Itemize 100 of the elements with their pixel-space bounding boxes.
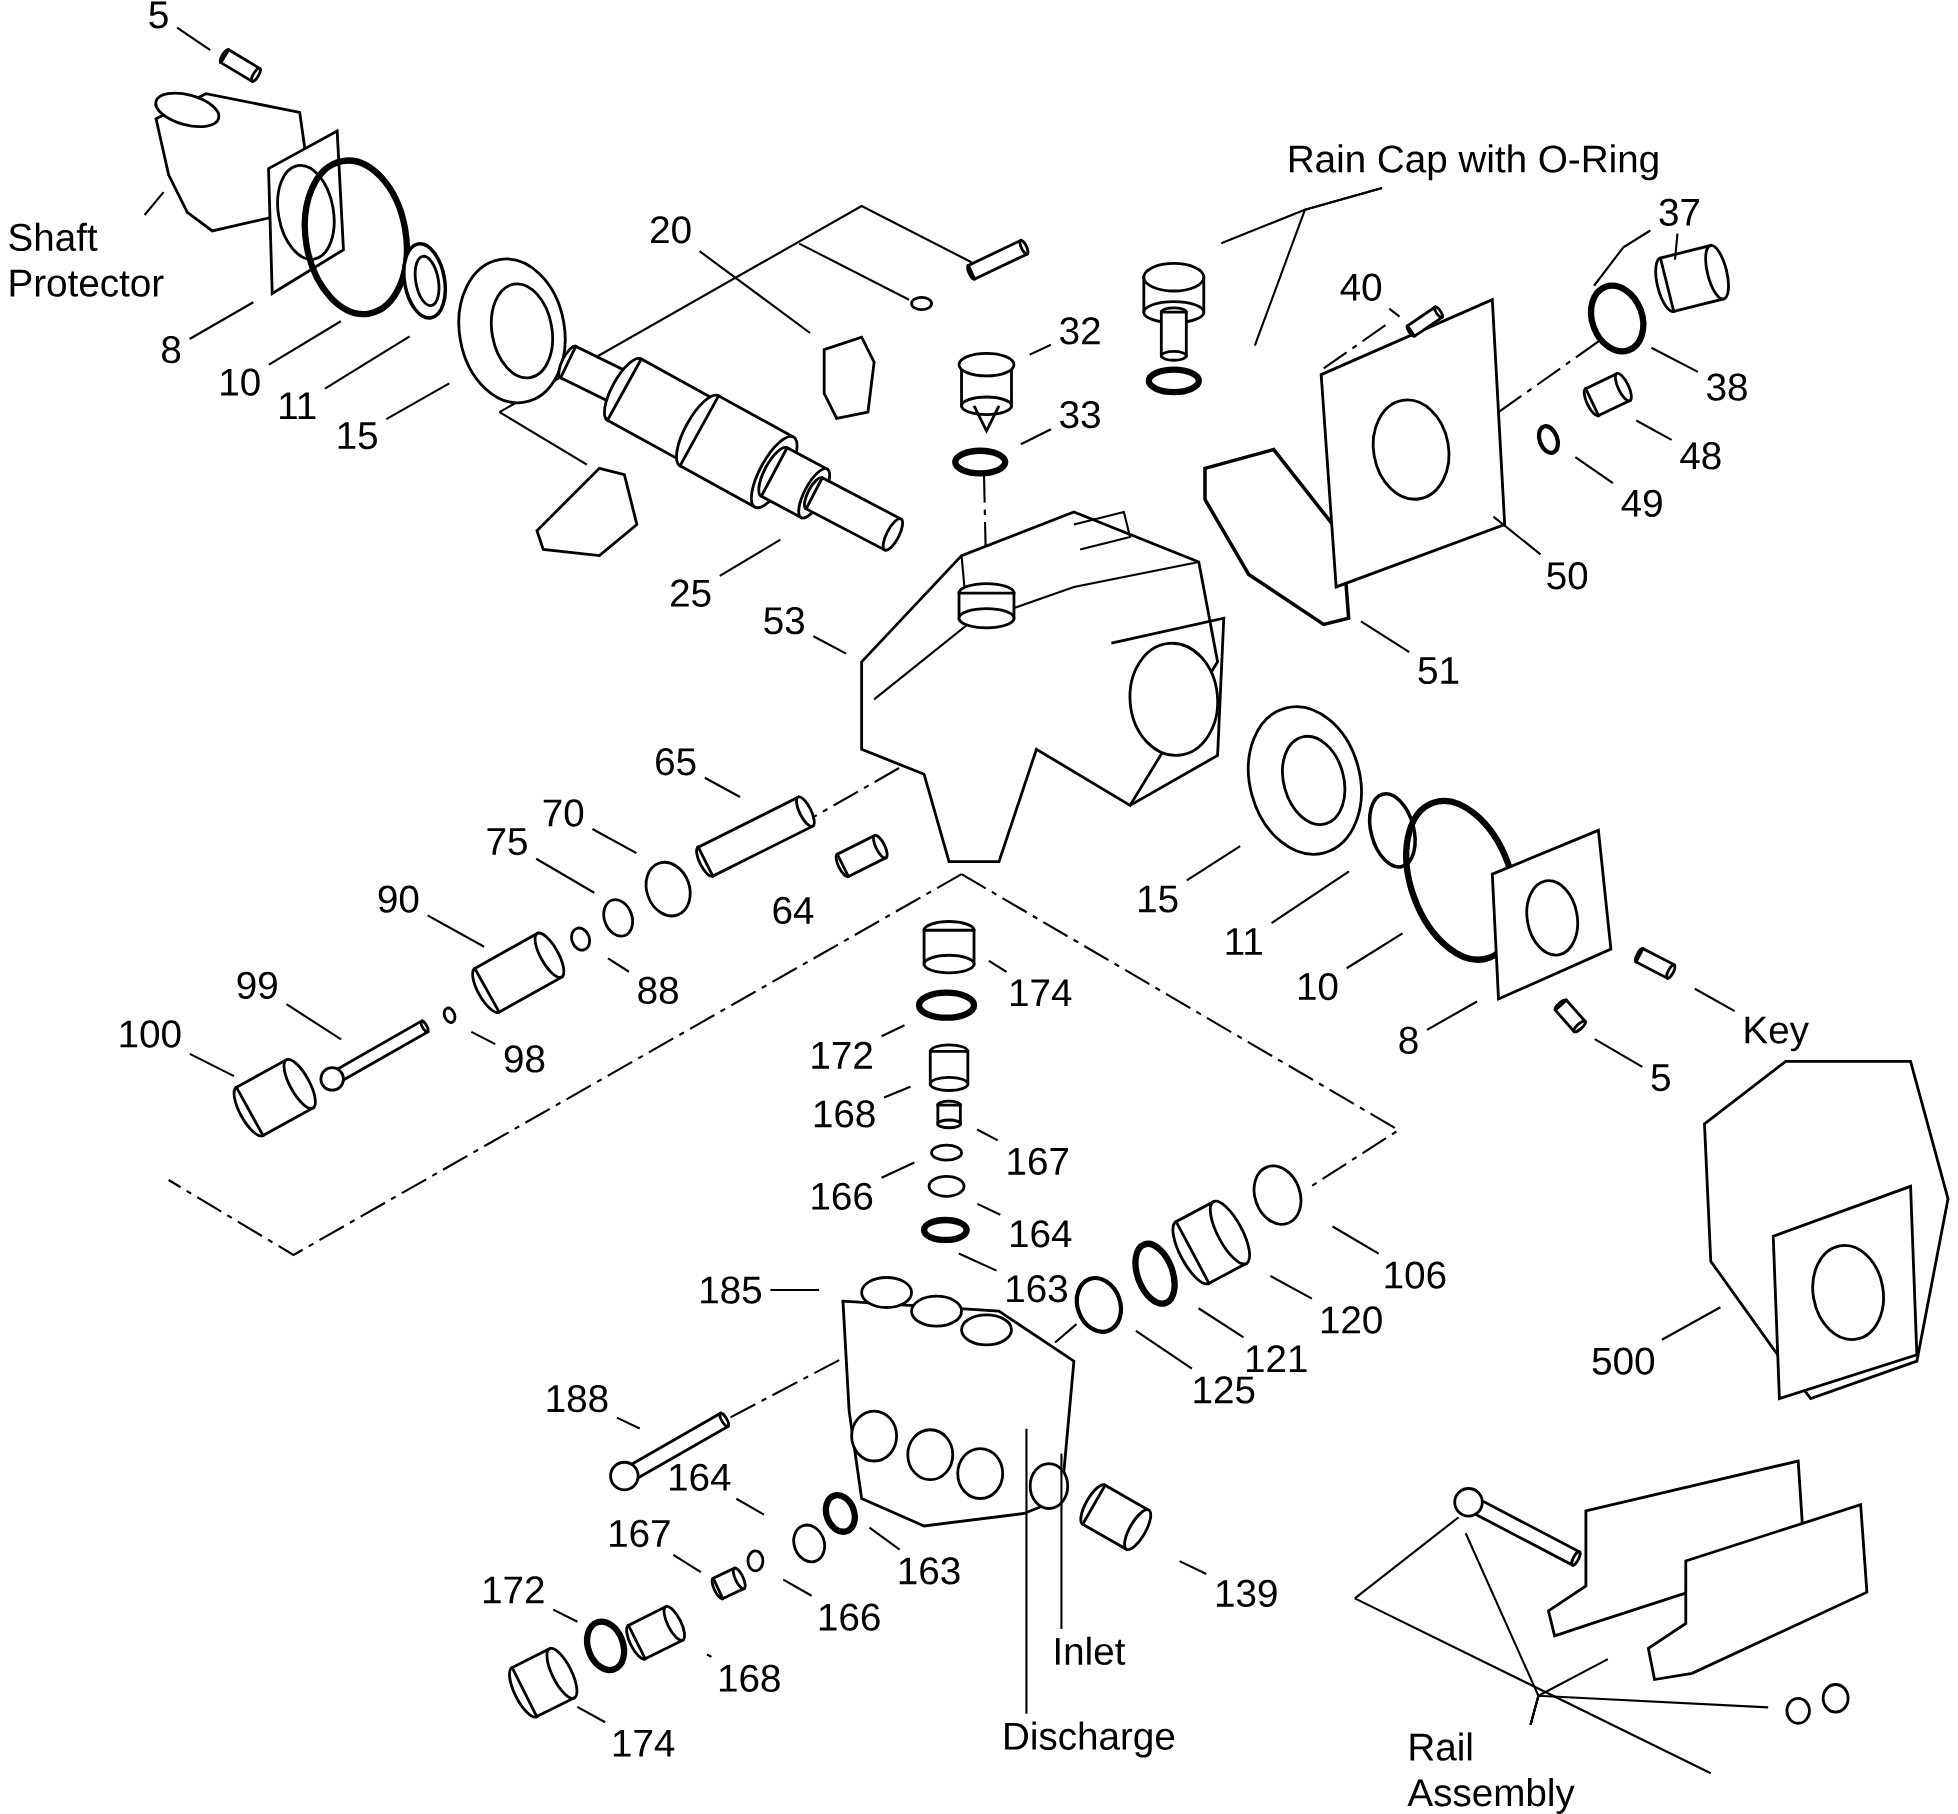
leader-line [868,1526,901,1551]
callout-number: 38 [1707,373,1747,401]
leader-line [591,827,637,854]
callout-number: 64 [773,896,814,924]
callout-number: 25 [671,579,711,607]
leader-line [1388,307,1401,318]
leader-line [143,191,165,216]
leader-line [706,1653,712,1658]
leader-line [552,1608,578,1623]
callout-number: 10 [1298,972,1338,1000]
leader-line [576,1705,606,1723]
callout-number: 70 [543,799,584,827]
leader-line [470,1030,496,1045]
callout-number: 15 [1139,885,1178,913]
leader-line [735,1497,765,1516]
callout-number: 49 [1621,489,1662,517]
leader-line [1346,932,1404,969]
callout-number: 37 [1659,198,1700,226]
callout-number: 166 [812,1182,873,1210]
callout-number: 99 [237,971,277,999]
part-label: Rain Cap with O-Ring [1289,144,1658,181]
callout-number: 48 [1680,441,1721,470]
leader-line [324,335,411,390]
callout-number: 100 [120,1020,181,1048]
callout-number: 53 [764,606,804,635]
leader-line [1029,343,1052,356]
leader-line [1426,1000,1478,1031]
leader-line [1492,515,1542,555]
callout-number: 168 [814,1100,875,1128]
leader-line [698,250,811,334]
leader-line [1529,1694,1769,1725]
leader-line [1694,987,1736,1012]
leader-line [189,301,254,340]
callout-number: 174 [1010,979,1072,1006]
callout-number: 167 [1008,1147,1069,1175]
callout-number: 172 [484,1576,544,1603]
leader-line [535,857,595,894]
callout-number: 15 [338,422,377,450]
leader-line [607,957,630,973]
leader-line [285,1003,342,1041]
callout-number: 188 [547,1384,608,1413]
leader-line [1197,1307,1245,1339]
leader-line [1270,870,1350,924]
leader-line [719,538,781,577]
part-label: Rail Assembly [1407,1732,1575,1814]
callout-number: 33 [1060,400,1100,429]
callout-number: 90 [378,885,419,913]
callout-number: 167 [610,1519,670,1547]
leader-line [1635,419,1673,441]
callout-number: 106 [1385,1261,1446,1289]
leader-line [268,320,342,366]
callout-number: 98 [504,1045,545,1073]
leader-line [1673,233,1679,260]
leader-line [883,1085,911,1099]
callout-number: 50 [1547,561,1588,590]
part-label: Discharge [1005,1721,1175,1758]
callout-number: 121 [1246,1345,1307,1372]
callout-number: 40 [1340,273,1382,301]
callout-number: 164 [1010,1219,1072,1248]
leader-line [1661,1306,1721,1341]
leader-line [1360,620,1410,653]
leader-line [1179,1559,1207,1575]
leader-line [976,1202,1001,1216]
leader-line [1594,1037,1643,1068]
leader-line [176,26,211,51]
callout-number: 5 [149,1,168,29]
callout-number: 88 [638,976,678,1004]
part-label: Key [1745,1016,1809,1051]
callout-number: 8 [1399,1026,1418,1054]
leader-line [1574,455,1614,484]
leader-line [1269,1274,1313,1300]
leader-line [616,1416,641,1430]
leader-line [1593,229,1651,287]
leader-line [1020,428,1052,445]
leader-line [1650,346,1699,373]
callout-number: 65 [656,747,696,776]
callout-number: 185 [701,1276,761,1304]
callout-number: 8 [162,335,181,364]
part-label: Inlet [1056,1636,1126,1665]
callout-number: 10 [221,368,260,396]
leader-line [189,1052,235,1077]
leader-line [976,1128,999,1142]
callout-number: 163 [899,1557,960,1585]
leader-line [881,1024,905,1037]
callout-number: 51 [1418,656,1459,684]
callout-number: 168 [719,1664,780,1692]
leader-line [1025,1428,1028,1714]
callout-number: 20 [651,215,691,244]
leader-line [770,1288,820,1291]
callout-number: 174 [613,1729,675,1757]
leader-line [1186,845,1241,882]
leader-line [1332,1225,1380,1255]
callout-number: 125 [1194,1376,1255,1404]
leader-line [427,914,485,948]
callout-number: 500 [1592,1347,1654,1375]
leader-line [672,1553,702,1573]
leader-line [782,1578,813,1597]
callout-number: 5 [1651,1064,1670,1091]
part-label: Shaft Protector [9,222,164,297]
leader-line [1464,1532,1540,1725]
